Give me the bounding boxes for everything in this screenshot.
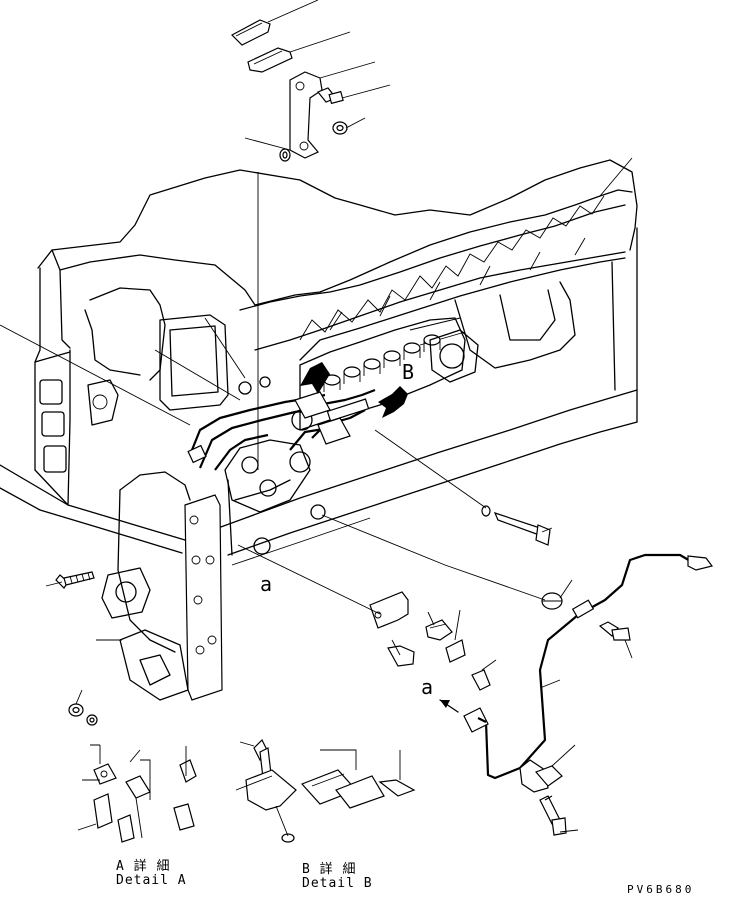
detail-b-caption-jp: B 詳 細 (302, 862, 357, 877)
left-loose-parts (55, 571, 98, 726)
detail-a-drawing (90, 744, 197, 843)
pipe-clamp-bracket (369, 591, 491, 691)
view-arrow-a (300, 362, 330, 394)
engine-block (0, 159, 638, 701)
view-label-b: B (402, 360, 415, 384)
detail-b-caption-en: Detail B (302, 876, 373, 891)
arrow-label-a: a (421, 675, 434, 699)
detail-a-pointer-arrow (440, 700, 450, 708)
view-label-a: a (260, 572, 273, 596)
drawing-code: PV6B680 (627, 883, 695, 896)
detail-a-caption-jp: A 詳 細 (116, 859, 171, 874)
return-pipe (463, 553, 714, 836)
view-arrows (300, 362, 459, 713)
view-arrow-b (378, 386, 408, 418)
fuel-pipes (187, 388, 376, 471)
detail-a-caption-en: Detail A (116, 873, 187, 888)
right-bolt-group (481, 505, 563, 610)
detail-b-drawing (245, 738, 416, 843)
leader-lines (0, 0, 633, 833)
